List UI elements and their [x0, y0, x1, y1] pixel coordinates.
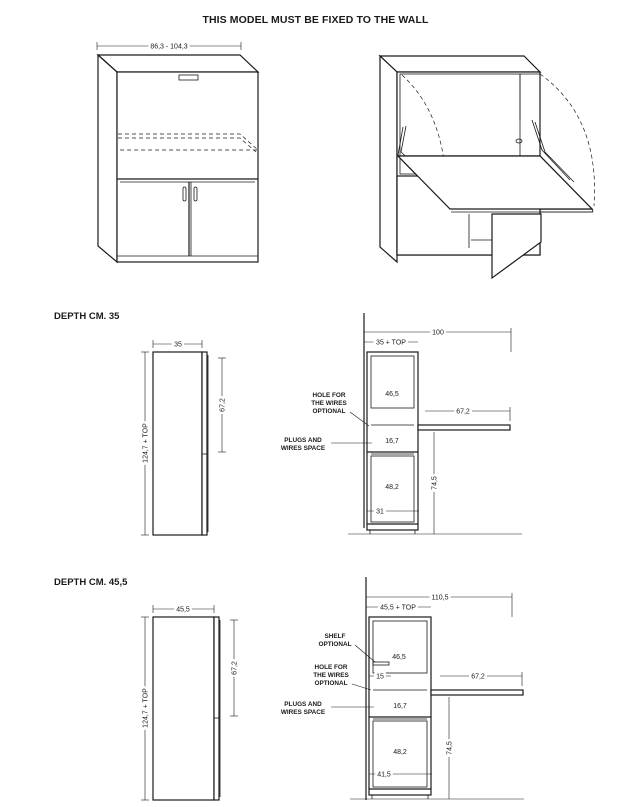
- sect35-upper-dimension: 46,5: [385, 391, 399, 398]
- sect35-plugs-label-line2: WIRES SPACE: [281, 445, 326, 452]
- sect35-lower-dimension: 48,2: [385, 484, 399, 491]
- sect455-hole-label-line1: HOLE FOR: [314, 664, 347, 671]
- sect455-upper-dimension: 46,5: [392, 654, 406, 661]
- sect455-hole-label-line3: OPTIONAL: [314, 680, 347, 687]
- open-view-drawing: [378, 54, 595, 280]
- sect455-base-dimension: 41,5: [377, 772, 391, 779]
- sect455-lower-dimension: 48,2: [393, 749, 407, 756]
- sect455-depth-top-dimension: 45,5 + TOP: [380, 605, 416, 612]
- sect455-shelf-label-line1: SHELF: [325, 633, 346, 640]
- sect35-reach-dimension: 100: [432, 330, 444, 337]
- sect455-shelf-label-line2: OPTIONAL: [318, 641, 351, 648]
- sect455-reach-dimension: 110,5: [432, 595, 449, 602]
- section-view-45-5: 110,5 45,5 + TOP 46,5 15 16,7 48,2 41,5: [281, 577, 524, 800]
- section-view-35: 100 35 + TOP 46,5 16,7 48,2 31: [281, 313, 522, 535]
- sect35-plugs-label-line1: PLUGS AND: [284, 437, 322, 444]
- sect35-depth-top-dimension: 35 + TOP: [376, 340, 406, 347]
- sect35-hole-label-line2: THE WIRES: [311, 400, 347, 407]
- side455-height-dimension: 124,7 + TOP: [143, 688, 150, 728]
- side-view-35: 35 124,7 + TOP 67,2: [140, 339, 229, 536]
- side-view-45-5: 45,5 124,7 + TOP 67,2: [140, 604, 241, 801]
- sect455-plugs-label-line1: PLUGS AND: [284, 701, 322, 708]
- section-heading-depth-35: DEPTH CM. 35: [54, 311, 120, 322]
- sect35-plugs-dimension: 16,7: [385, 438, 399, 445]
- sect455-desk-height-dimension: 74,5: [447, 741, 454, 755]
- sect455-hole-label-line2: THE WIRES: [313, 672, 349, 679]
- side35-height-dimension: 124,7 + TOP: [143, 423, 150, 463]
- sect455-shelf-dimension: 15: [376, 674, 384, 681]
- sect35-desk-height-dimension: 74,5: [432, 476, 439, 490]
- section-heading-depth-45-5: DEPTH CM. 45,5: [54, 577, 128, 588]
- page-title: THIS MODEL MUST BE FIXED TO THE WALL: [202, 14, 429, 26]
- side35-depth-dimension: 35: [174, 342, 182, 349]
- front-width-dimension: 86,3 - 104,3: [150, 44, 187, 51]
- sect455-flap-dimension: 67,2: [471, 674, 485, 681]
- sect35-hole-label-line1: HOLE FOR: [312, 392, 345, 399]
- sect455-plugs-label-line2: WIRES SPACE: [281, 709, 326, 716]
- sect35-flap-dimension: 67,2: [456, 409, 470, 416]
- side35-upper-dimension: 67,2: [220, 398, 227, 412]
- sect455-plugs-dimension: 16,7: [393, 703, 407, 710]
- sect35-base-dimension: 31: [376, 509, 384, 516]
- side455-depth-dimension: 45,5: [176, 607, 190, 614]
- front-view-drawing: 86,3 - 104,3: [96, 41, 260, 264]
- side455-upper-dimension: 67,2: [232, 661, 239, 675]
- sect35-hole-label-line3: OPTIONAL: [312, 408, 345, 415]
